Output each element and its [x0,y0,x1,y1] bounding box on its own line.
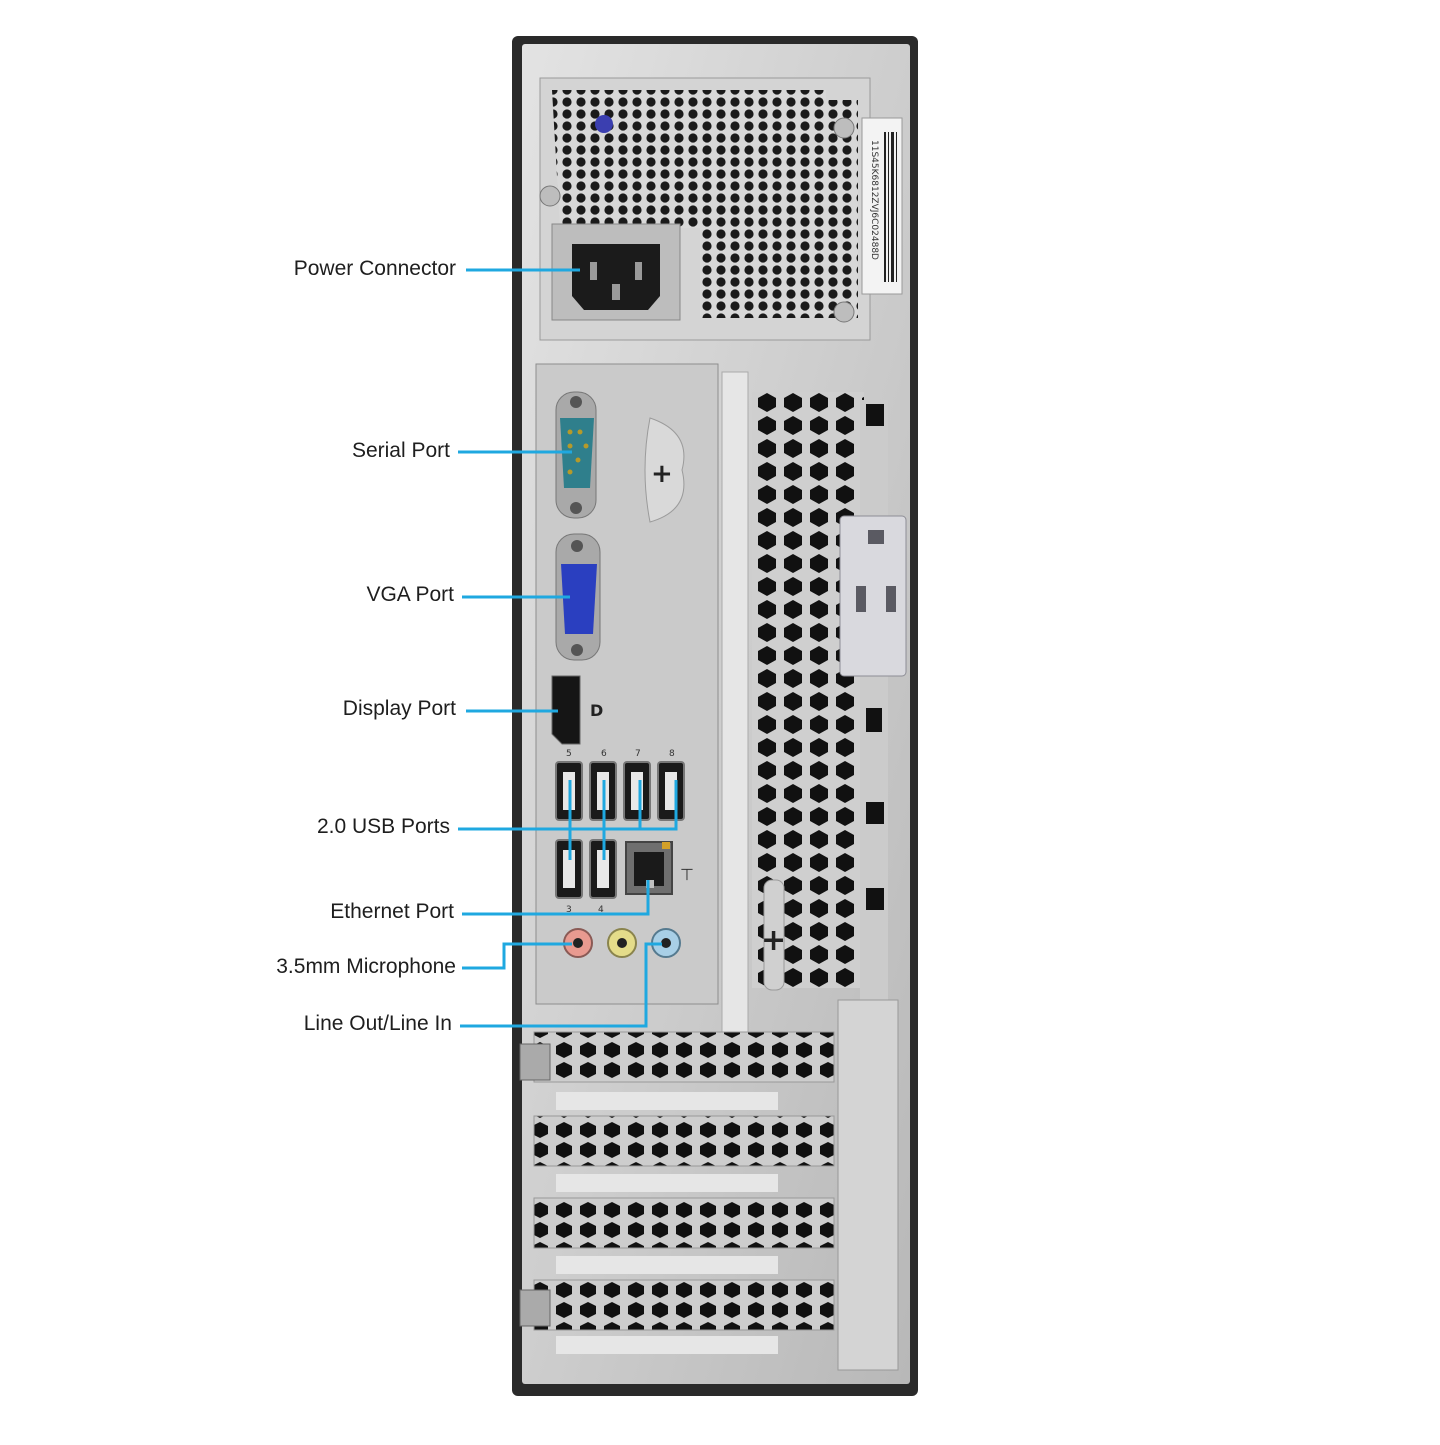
callout-line-ethernet-port [462,880,650,916]
usb-number-labels: 5 6 7 8 3 4 [566,749,675,915]
callout-label-serial-port: Serial Port [351,439,450,462]
serial-label-text: 11S45K6812ZVJ6C02488D [869,140,879,260]
screw [833,301,855,323]
svg-text:D: D [590,701,603,720]
usb-number: 4 [598,905,604,915]
usb-number: 6 [601,749,607,759]
vga-port-socket [561,564,597,634]
callout-line-microphone [462,942,572,970]
usb-number: 5 [566,749,572,759]
ps2-knockout [644,417,685,523]
screw [539,185,561,207]
callout-line-line-out-in [460,942,662,1028]
serial-label [861,117,903,295]
power-socket [572,244,660,310]
svg-text:⊤: ⊤ [680,865,694,884]
callout-label-display-port: Display Port [342,697,456,720]
svg-text:+: + [761,923,786,958]
callout-line-usb-ports [458,780,678,831]
svg-text:+: + [651,459,673,489]
callout-label-ethernet-port: Ethernet Port [330,900,454,923]
callout-label-line-out-in: Line Out/Line In [303,1012,452,1035]
callout-label-microphone: 3.5mm Microphone [276,955,456,978]
callout-label-vga-port: VGA Port [366,583,454,606]
screw [833,117,855,139]
callout-lines [458,268,678,1028]
psu-vent-grille [552,90,858,318]
cover-latch [839,515,907,677]
expansion-slots [519,999,899,1371]
usb-number: 3 [566,905,572,915]
usb-number: 8 [669,749,675,759]
usb-number: 7 [635,749,641,759]
psu-fan-indicator [595,115,613,133]
barcode [884,132,897,282]
display-port-socket [551,675,581,745]
callout-label-usb-ports: 2.0 USB Ports [316,815,450,838]
callout-label-power-connector: Power Connector [293,257,456,280]
